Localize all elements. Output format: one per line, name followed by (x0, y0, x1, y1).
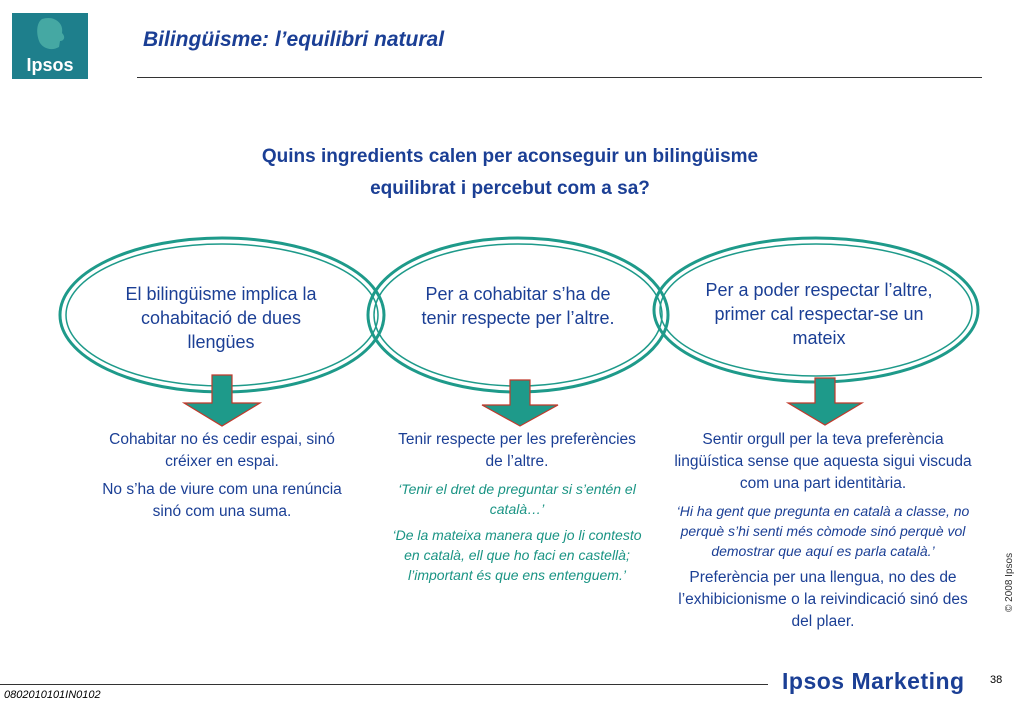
column-2: Tenir respecte per les preferències de l… (392, 429, 642, 591)
column-1: Cohabitar no és cedir espai, sinó créixe… (98, 429, 346, 529)
column-3-quote-1: ‘Hi ha gent que pregunta en català a cla… (676, 503, 970, 559)
ellipse-2-text: Per a cohabitar s’ha de tenir respecte p… (421, 284, 615, 328)
column-3-text-1: Sentir orgull per la teva preferència li… (674, 431, 972, 492)
ellipse-1-text: El bilingüisme implica la cohabitació de… (125, 284, 317, 352)
question-line-2: equilibrat i percebut com a sa? (370, 178, 650, 199)
footer-divider (0, 684, 768, 685)
ipsos-logo: Ipsos (12, 13, 88, 79)
column-1-text-1: Cohabitar no és cedir espai, sinó créixe… (109, 431, 335, 470)
document-code: 0802010101IN0102 (4, 689, 101, 701)
brand-logo-text: Ipsos Marketing (782, 668, 965, 694)
question-line-1: Quins ingredients calen per aconseguir u… (261, 146, 759, 167)
page-number: 38 (990, 674, 1003, 686)
title-divider (137, 77, 982, 78)
arrow-down-3 (785, 377, 865, 426)
arrow-down-1 (181, 374, 263, 427)
column-2-quote-2: ‘De la mateixa manera que jo li contesto… (392, 527, 642, 583)
copyright-text: © 2008 Ipsos (1004, 552, 1015, 612)
column-3-text-2: Preferència per una llengua, no des de l… (678, 569, 968, 630)
main-question: Quins ingredients calen per aconseguir u… (160, 141, 860, 205)
logo-head-icon (37, 17, 65, 50)
ellipse-3-text: Per a poder respectar l’altre, primer ca… (705, 280, 933, 348)
arrow-down-2 (481, 379, 559, 427)
logo-text: Ipsos (26, 55, 74, 75)
column-2-text-1: Tenir respecte per les preferències de l… (398, 431, 636, 470)
column-2-quote-1: ‘Tenir el dret de preguntar si s’entén e… (398, 481, 636, 517)
column-3: Sentir orgull per la teva preferència li… (669, 429, 977, 639)
page-title: Bilingüisme: l’equilibri natural (143, 28, 445, 51)
column-1-text-2: No s’ha de viure com una renúncia sinó c… (102, 481, 342, 520)
